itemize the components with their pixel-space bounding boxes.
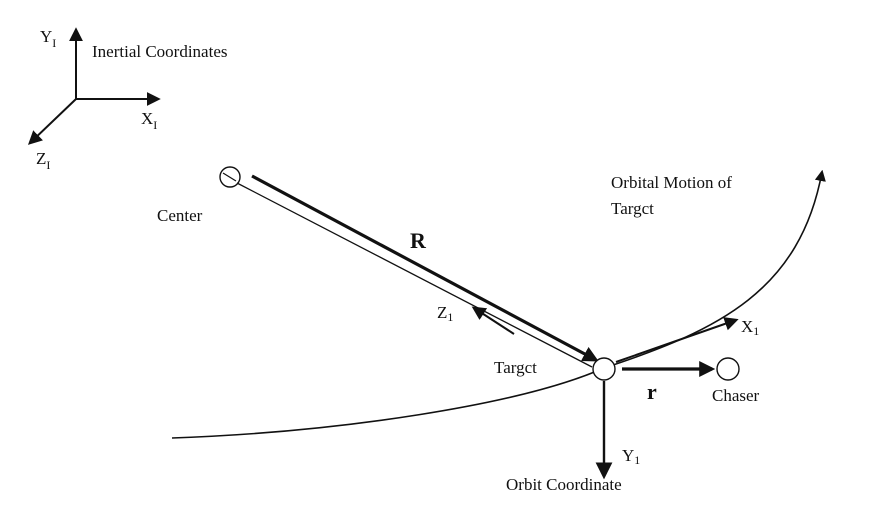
orbital-motion-line1: Orbital Motion of [611, 173, 732, 192]
position-vector-R [251, 174, 599, 362]
relative-vector-label: r [647, 379, 657, 404]
orbit-x-label: X1 [741, 317, 759, 338]
orbit-z-label: Z1 [437, 303, 453, 324]
inertial-x-label: XI [141, 109, 157, 132]
inertial-title: Inertial Coordinates [92, 42, 228, 61]
orbit-y-label: Y1 [622, 446, 640, 467]
chaser-point [716, 357, 740, 381]
inertial-z-axis [27, 98, 77, 145]
orbit-frame-title: Orbit Coordinate [506, 475, 622, 494]
inertial-z-label: ZI [36, 149, 50, 172]
center-label: Center [157, 206, 203, 225]
orbit-x-axis [615, 317, 739, 363]
inertial-axes [27, 27, 161, 145]
orbital-motion-line2: Targct [611, 199, 654, 218]
orbit-z-axis [471, 306, 515, 335]
position-vector-thin [236, 182, 593, 368]
target-label: Targct [494, 358, 537, 377]
position-vector-label: R [410, 228, 427, 253]
chaser-label: Chaser [712, 386, 760, 405]
inertial-y-label: YI [40, 27, 56, 50]
target-point [592, 357, 616, 381]
center-mark [222, 172, 237, 182]
